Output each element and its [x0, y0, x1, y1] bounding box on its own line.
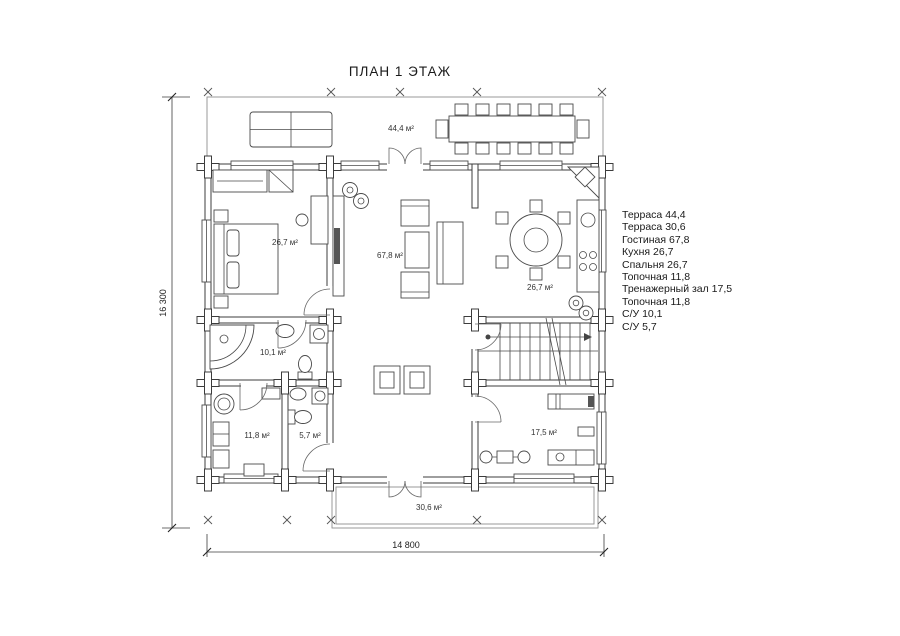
washbasin-small-bath [289, 387, 307, 401]
sofa-set [400, 199, 464, 299]
dimension-width-label: 14 800 [392, 540, 420, 550]
legend: Терраса 44,4 Терраса 30,6 Гостиная 67,8 … [622, 209, 732, 333]
plants-living [342, 182, 369, 209]
room-labels: 44,4 м² 26,7 м² 67,8 м² 26,7 м² 10,1 м² … [244, 124, 557, 512]
legend-item: Гостиная 67,8 [622, 233, 690, 246]
legend-item: Тренажерный зал 17,5 [622, 283, 733, 296]
kitchen-counter [576, 199, 600, 293]
washbasin-large-bath [275, 324, 295, 338]
terrace-table [249, 111, 333, 148]
toilet-small-bath [287, 409, 312, 425]
washing-machine [309, 324, 329, 344]
plants-kitchen [568, 295, 594, 321]
legend-item: С/У 5,7 [622, 320, 657, 333]
toilet-large-bath [297, 355, 313, 380]
legend-item: Терраса 30,6 [622, 221, 686, 234]
doors [239, 147, 502, 498]
nightstands [213, 209, 229, 309]
legend-item: Терраса 44,4 [622, 209, 686, 221]
room-label-bathroom-small: 5,7 м² [299, 431, 321, 440]
room-label-terrace-bottom: 30,6 м² [416, 503, 442, 512]
room-label-kitchen: 26,7 м² [527, 283, 553, 292]
exercise-machine [547, 449, 595, 466]
tv-unit [332, 195, 345, 297]
barbell-bench [479, 450, 531, 464]
door-openings [241, 163, 479, 484]
terrace-bottom [331, 482, 599, 529]
washing-machine-small [311, 387, 329, 405]
dining-table-terrace [435, 103, 590, 155]
room-label-gym: 17,5 м² [531, 428, 557, 437]
page-title: ПЛАН 1 ЭТАЖ [348, 64, 452, 79]
staircase [478, 317, 598, 386]
legend-item: Спальня 26,7 [622, 258, 688, 271]
dimension-height-label: 16 300 [158, 289, 168, 317]
legend-item: Топочная 11,8 [622, 271, 691, 284]
legend-item: С/У 10,1 [622, 308, 663, 321]
fireplace [566, 166, 600, 200]
room-label-bathroom-large: 10,1 м² [260, 348, 286, 357]
legend-item: Кухня 26,7 [622, 246, 674, 259]
wardrobe [212, 169, 294, 193]
dimension-left: 16 300 [158, 92, 190, 533]
weights-rack [577, 426, 595, 437]
room-label-terrace-top: 44,4 м² [388, 124, 414, 133]
room-label-boiler: 11,8 м² [244, 431, 270, 440]
round-dining-table [495, 199, 571, 281]
treadmill [547, 393, 595, 410]
dimension-bottom: 14 800 [202, 534, 609, 557]
room-label-bedroom: 26,7 м² [272, 238, 298, 247]
room-label-living: 67,8 м² [377, 251, 403, 260]
hall-tables [373, 365, 431, 395]
dresser [295, 195, 329, 245]
boiler-equipment [212, 387, 281, 477]
corner-bathtub [209, 324, 255, 370]
legend-item: Топочная 11,8 [622, 295, 691, 308]
bed [213, 223, 279, 295]
